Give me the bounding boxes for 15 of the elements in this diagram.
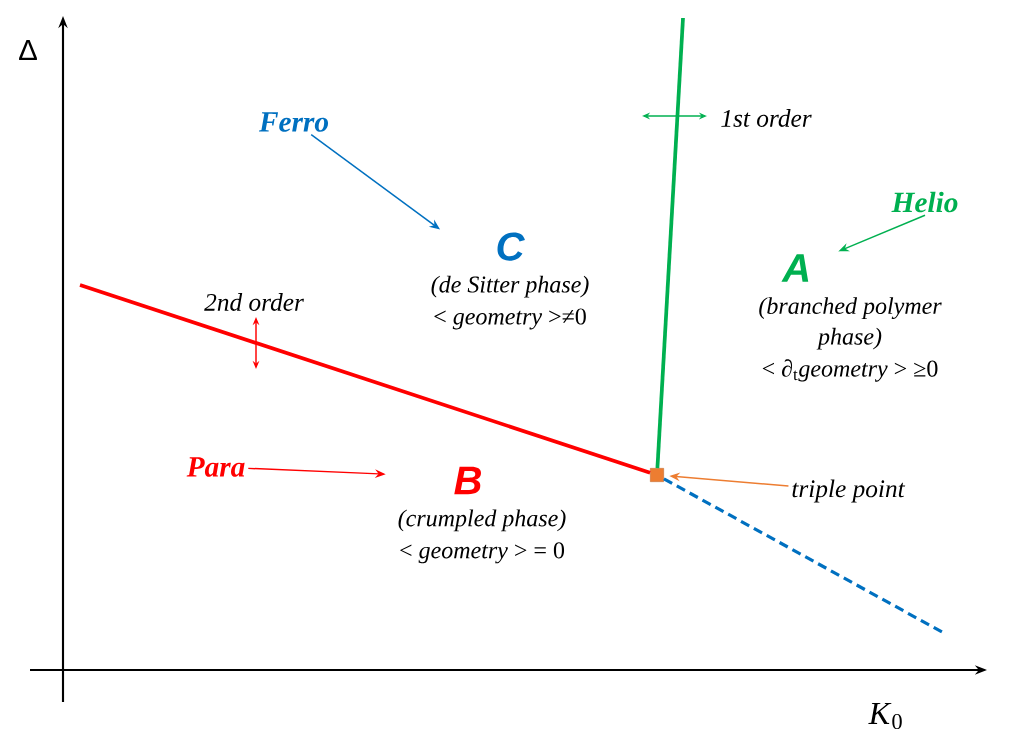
axis-label: K$_{0}$ bbox=[868, 702, 902, 730]
annotation-label: triple point bbox=[792, 479, 906, 503]
annotation-label: Para bbox=[186, 457, 245, 477]
axis-label: Δ bbox=[19, 39, 37, 61]
transition-label: 2nd order bbox=[204, 293, 304, 311]
dashed-line bbox=[663, 477, 943, 634]
annotation-label: Ferro bbox=[258, 112, 329, 132]
boundary-line bbox=[79, 283, 651, 475]
phase-label: A (branched polymer phase) < ∂$_{t}$geometry > ≥0 bbox=[759, 254, 942, 382]
transition-label: 1st order bbox=[721, 109, 812, 127]
phase-label: B (crumpled phase) < geometry > = 0 bbox=[398, 466, 566, 564]
annotation-label: Helio bbox=[891, 191, 958, 213]
boundary-line bbox=[655, 17, 685, 469]
phase-label: C (de Sitter phase) < geometry >≠0 bbox=[431, 232, 589, 330]
triple-point-marker bbox=[650, 468, 664, 482]
